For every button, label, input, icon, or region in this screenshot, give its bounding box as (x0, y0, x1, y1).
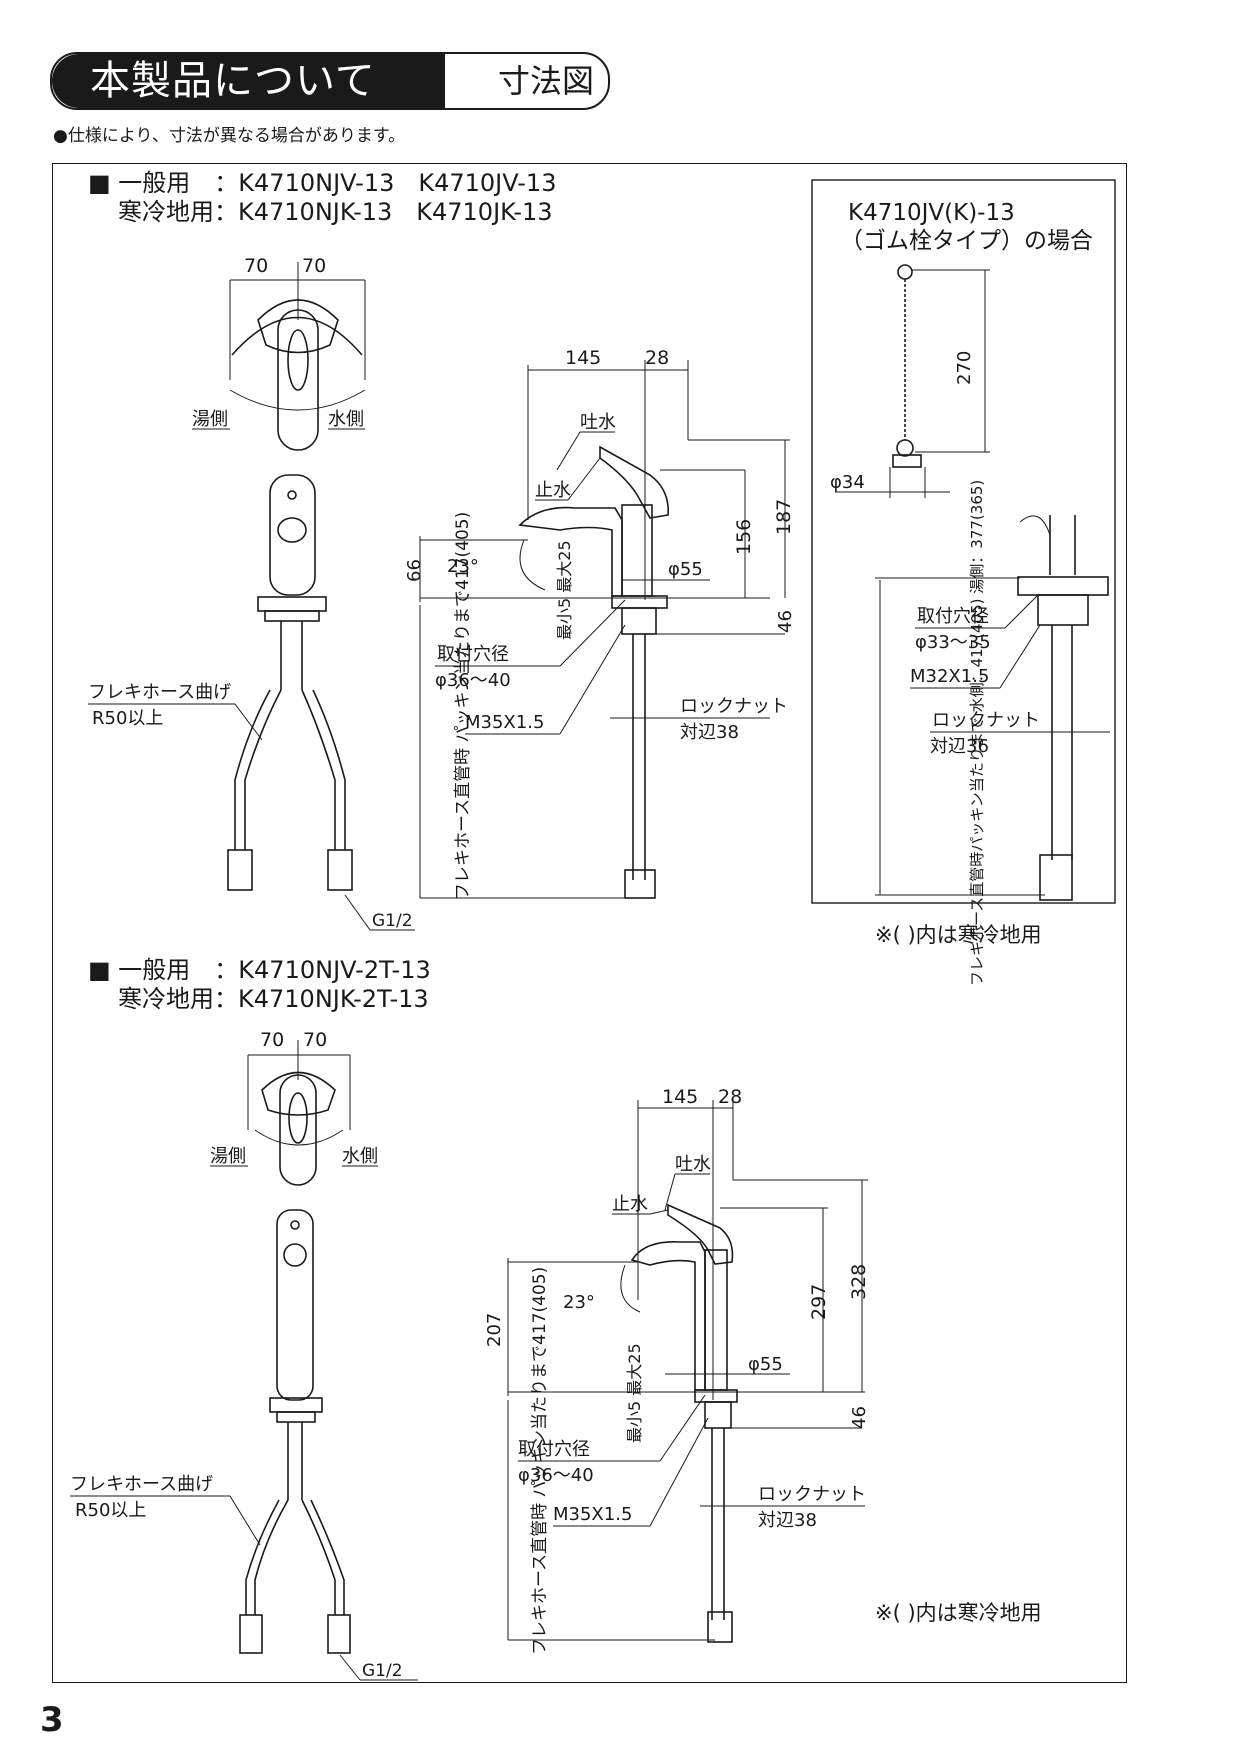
s1-side-view: 145 28 吐水 止水 23° 66 156 187 φ55 46 最小5 最… (404, 347, 796, 900)
inset-hole-label: 取付穴径 (917, 606, 989, 627)
page-title: 本製品について (52, 54, 445, 108)
s1-d66: 66 (404, 559, 425, 582)
s2-d328: 328 (848, 1264, 870, 1300)
s1-model-line1: ■ 一般用 ：K4710NJV-13 K4710JV-13 (88, 169, 556, 197)
s2-hot-label: 湯側 (210, 1146, 246, 1167)
s2-spout-label: 吐水 (675, 1154, 711, 1175)
s1-hole-val: φ36～40 (435, 670, 511, 691)
s2-d297: 297 (808, 1284, 830, 1320)
inset-thread: M32X1.5 (910, 666, 989, 687)
s1-locknut-size: 対辺38 (680, 722, 739, 743)
s1-hole-label: 取付穴径 (437, 644, 509, 665)
cold-region-note-1: ※( )内は寒冷地用 (875, 923, 1042, 947)
s2-hose-r: R50以上 (75, 1500, 146, 1521)
s2-d46: 46 (849, 1406, 870, 1429)
s2-min-max: 最小5 最大25 (625, 1343, 644, 1443)
s2-phi55: φ55 (748, 1354, 783, 1375)
s1-top-w2: 70 (302, 255, 326, 277)
s1-front-view: フレキホース曲げ R50以上 G1/2 (88, 474, 415, 931)
s1-d28: 28 (645, 347, 669, 369)
s2-g12: G1/2 (362, 1661, 403, 1681)
s1-spout-label: 吐水 (580, 412, 616, 433)
diagram-frame (52, 163, 1127, 1683)
s2-d28: 28 (718, 1086, 742, 1108)
cold-region-note-2: ※( )内は寒冷地用 (875, 1601, 1042, 1625)
s2-top-w2: 70 (303, 1029, 327, 1051)
inset-title2: （ゴム栓タイプ）の場合 (840, 228, 1093, 254)
inset-locknut: ロックナット (932, 710, 1040, 731)
inset-hole-val: φ33～35 (915, 632, 991, 653)
s1-stop-label: 止水 (535, 480, 571, 501)
s1-cold-label: 水側 (328, 409, 364, 430)
s2-angle: 23° (563, 1292, 595, 1313)
s2-stop-label: 止水 (612, 1194, 648, 1215)
s1-locknut: ロックナット (680, 696, 788, 717)
s1-d156: 156 (733, 519, 755, 555)
inset-title1: K4710JV(K)-13 (848, 200, 1015, 226)
s2-hole-label: 取付穴径 (518, 1439, 590, 1460)
s2-locknut: ロックナット (758, 1484, 866, 1505)
s2-hole-val: φ36～40 (518, 1465, 594, 1486)
page-number: 3 (40, 1700, 64, 1740)
s2-hose-bend: フレキホース曲げ (70, 1474, 213, 1495)
s1-model-line2: 寒冷地用：K4710NJK-13 K4710JK-13 (118, 198, 553, 226)
s2-model-line2: 寒冷地用：K4710NJK-2T-13 (118, 985, 429, 1013)
s2-thread: M35X1.5 (553, 1504, 632, 1525)
s2-vertical-note: フレキホース直管時 パッキン当たりまで417(405) (530, 1267, 550, 1655)
s1-top-w1: 70 (244, 255, 268, 277)
s2-d145: 145 (662, 1086, 698, 1108)
page-subtitle: 寸法図 (498, 62, 595, 100)
s2-cold-label: 水側 (342, 1146, 378, 1167)
s1-hose-bend: フレキホース曲げ (88, 682, 231, 703)
s2-d207: 207 (484, 1313, 505, 1347)
s1-hose-r: R50以上 (92, 708, 163, 729)
s1-top-view: 70 70 湯側 水側 (192, 255, 366, 451)
spec-note: ●仕様により、寸法が異なる場合があります。 (53, 126, 406, 146)
s2-side-view: 145 28 吐水 止水 23° 207 297 328 φ55 46 最小5 … (484, 1086, 870, 1655)
s2-locknut-size: 対辺38 (758, 1510, 817, 1531)
s2-top-w1: 70 (260, 1029, 284, 1051)
s1-angle: 23° (447, 556, 479, 577)
inset-locknut-size: 対辺36 (930, 736, 989, 757)
s1-vertical-note: フレキホース直管時 パッキン当たりまで417(405) (453, 512, 473, 900)
s1-d187: 187 (773, 499, 795, 535)
s2-model-line1: ■ 一般用 ：K4710NJV-2T-13 (88, 956, 431, 984)
s1-min-max: 最小5 最大25 (555, 540, 574, 640)
inset-phi34: φ34 (830, 472, 865, 493)
s1-hot-label: 湯側 (192, 409, 228, 430)
inset-d270: 270 (954, 351, 975, 385)
s2-front-view: フレキホース曲げ R50以上 G1/2 (70, 1209, 418, 1681)
s1-d46: 46 (775, 610, 796, 633)
title-banner: 本製品について 寸法図 (50, 52, 610, 110)
inset-rubber-plug: K4710JV(K)-13 （ゴム栓タイプ）の場合 270 φ34 取付穴径 φ… (811, 179, 1116, 986)
s2-top-view: 70 70 湯側 水側 (210, 1029, 378, 1186)
s1-g12: G1/2 (372, 911, 413, 931)
s1-thread: M35X1.5 (465, 712, 544, 733)
s1-phi55: φ55 (668, 559, 703, 580)
s1-d145: 145 (565, 347, 601, 369)
inset-vertical-note: フレキホース直管時パッキン当たりまで 水側：417(405) 湯側：377(36… (968, 480, 986, 986)
